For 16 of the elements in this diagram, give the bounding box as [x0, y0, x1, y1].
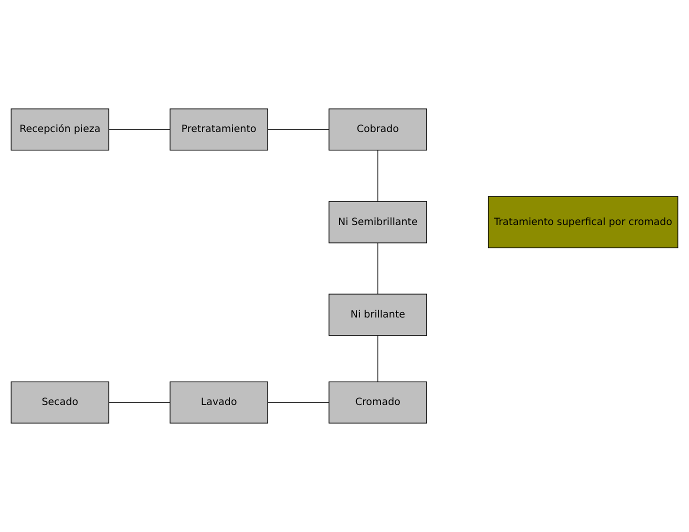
connector [268, 129, 330, 130]
node-box: Ni Semibrillante [328, 201, 427, 244]
node-box: Ni brillante [328, 294, 427, 336]
connector [377, 150, 378, 202]
node-box: Pretratamiento [170, 108, 268, 151]
node-box: Cromado [328, 381, 427, 424]
node-box: Tratamiento superfical por cromado [488, 196, 678, 248]
connector [377, 335, 378, 382]
connector [108, 402, 170, 403]
node-box: Cobrado [328, 108, 427, 151]
node-box: Recepción pieza [10, 108, 110, 151]
node-box: Lavado [170, 381, 268, 424]
node-box: Secado [10, 381, 110, 424]
connector [377, 242, 378, 294]
connector [268, 402, 330, 403]
connector [108, 129, 170, 130]
